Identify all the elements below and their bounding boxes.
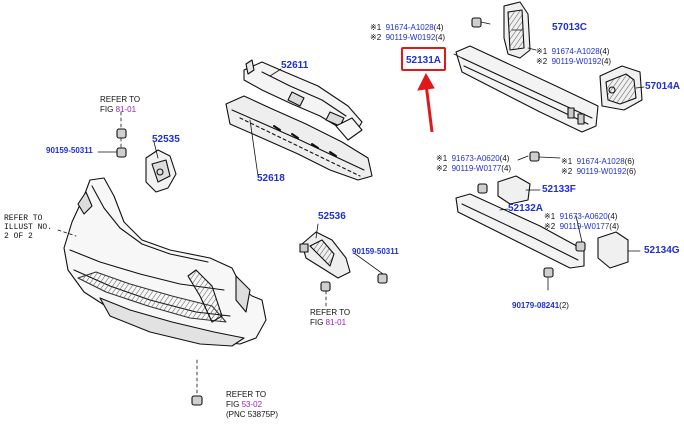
callout-qty: (4) [607,212,618,221]
part-label-52611[interactable]: 52611 [281,60,309,71]
clip-left-shape [116,128,127,158]
leader-lines [97,21,645,291]
callout-part-number[interactable]: 91674-A1028 [385,23,434,32]
highlight-box: 52131A [401,47,447,71]
part-label-52133F[interactable]: 52133F [542,184,576,195]
callout-low-right-2: ※2 90119-W0177(4) [544,217,619,233]
fastener-90179: 90179-08241(2) [512,296,569,312]
callout-qty: (4) [601,57,612,66]
callout-mark: ※2 [561,167,573,176]
ref-fig-link[interactable]: 81-01 [115,105,137,114]
bracket-52134G-shape [543,231,629,278]
ref-fig-link[interactable]: 81-01 [325,318,347,327]
ref-fig-link[interactable]: 53-02 [241,400,263,409]
callout-qty: (6) [624,157,635,166]
reference-dashed-lines [57,111,327,397]
clip-bottom-shape [191,395,203,406]
ref-fig-line: FIG 53-02 [226,400,278,410]
ref-line: REFER TO [310,308,351,317]
callout-mark: ※2 [544,222,556,231]
part-label-52536[interactable]: 52536 [318,211,346,222]
ref-illust: REFER TO ILLUST NO. 2 OF 2 [4,214,52,242]
part-label-57014A[interactable]: 57014A [645,81,681,92]
callout-mark: ※2 [370,33,382,42]
part-label-52131A[interactable]: 52131A [406,55,442,66]
part-label-52134G[interactable]: 52134G [644,245,680,256]
callout-part-number[interactable]: 91674-A1028 [551,47,600,56]
callout-qty: (4) [599,47,610,56]
callout-top-right-1: ※1 91674-A1028(4) [536,42,609,58]
ref-line: REFER TO [100,95,141,104]
ref-fig-word: FIG [310,318,324,327]
fastener-90159-left[interactable]: 90159-50311 [46,146,93,155]
callout-mark: ※1 [544,212,556,221]
bracket-52536-shape [299,231,351,279]
callout-qty: (6) [626,167,637,176]
callout-mark: ※1 [436,154,448,163]
callout-part-number[interactable]: 91673-A0620 [559,212,608,221]
callout-qty: (4) [609,222,620,231]
callout-top-left-1: ※1 91674-A1028(4) [370,18,443,34]
bracket-52535-shape [145,149,177,193]
clip-mid-shape [320,273,388,292]
callout-mid-right-2: ※2 90119-W0192(6) [561,162,636,178]
fastener-90179-qty: (2) [559,301,569,310]
ref-illust-l2[interactable]: ILLUST NO. [4,223,53,233]
ref-illust-l3: 2 OF 2 [4,232,33,242]
ref-line: REFER TO [226,390,267,399]
callout-part-number[interactable]: 90119-W0192 [551,57,602,66]
callout-qty: (4) [433,23,444,32]
callout-part-number[interactable]: 90119-W0192 [385,33,436,42]
reinforcement-52132A-shape [455,193,585,269]
ref-fig-word: FIG [226,400,240,409]
callout-mid-right-1: ※1 91674-A1028(6) [561,152,634,168]
reinforcement-52131A-shape [455,45,599,133]
bracket-52133F-shape [477,151,540,205]
callout-part-number[interactable]: 90119-W0177 [451,164,502,173]
callout-mid-left-1: ※1 91673-A0620(4) [436,149,509,165]
callout-part-number[interactable]: 91674-A1028 [576,157,625,166]
callout-top-left-2: ※2 90119-W0192(4) [370,28,445,44]
part-label-52618[interactable]: 52618 [257,173,285,184]
part-label-57013C[interactable]: 57013C [552,22,588,33]
ref-pnc: (PNC 53875P) [226,410,279,419]
fastener-90159-mid[interactable]: 90159-50311 [352,247,399,256]
bumper-cover-shape [63,177,267,347]
callout-mark: ※1 [370,23,382,32]
callout-qty: (4) [501,164,512,173]
callout-part-number[interactable]: 91673-A0620 [451,154,500,163]
bracket-57014A-shape [599,65,643,111]
callout-mark: ※1 [561,157,573,166]
callout-part-number[interactable]: 90119-W0177 [559,222,610,231]
ref-fig-53: REFER TO FIG 53-02 (PNC 53875P) [226,390,278,420]
ref-fig-81-a: REFER TO FIG 81-01 [100,95,140,115]
callout-mark: ※1 [536,47,548,56]
callout-top-right-2: ※2 90119-W0192(4) [536,52,611,68]
highlight-arrow [417,72,435,133]
callout-qty: (4) [435,33,446,42]
ref-fig-81-b: REFER TO FIG 81-01 [310,308,350,328]
absorber-52611-shape [243,59,363,133]
ref-fig-line: FIG 81-01 [310,318,350,328]
ref-illust-l1: REFER TO [4,214,43,223]
ref-fig-line: FIG 81-01 [100,105,140,115]
callout-mark: ※2 [436,164,448,173]
callout-part-number[interactable]: 90119-W0192 [576,167,627,176]
part-label-52535[interactable]: 52535 [152,134,180,145]
part-label-52132A[interactable]: 52132A [508,203,544,214]
callout-low-right-1: ※1 91673-A0620(4) [544,207,617,223]
callout-mark: ※2 [536,57,548,66]
absorber-52618-shape [225,95,373,181]
callout-mid-left-2: ※2 90119-W0177(4) [436,159,511,175]
fastener-90179-pn[interactable]: 90179-08241 [512,301,560,310]
ref-fig-word: FIG [100,105,114,114]
callout-qty: (4) [499,154,510,163]
